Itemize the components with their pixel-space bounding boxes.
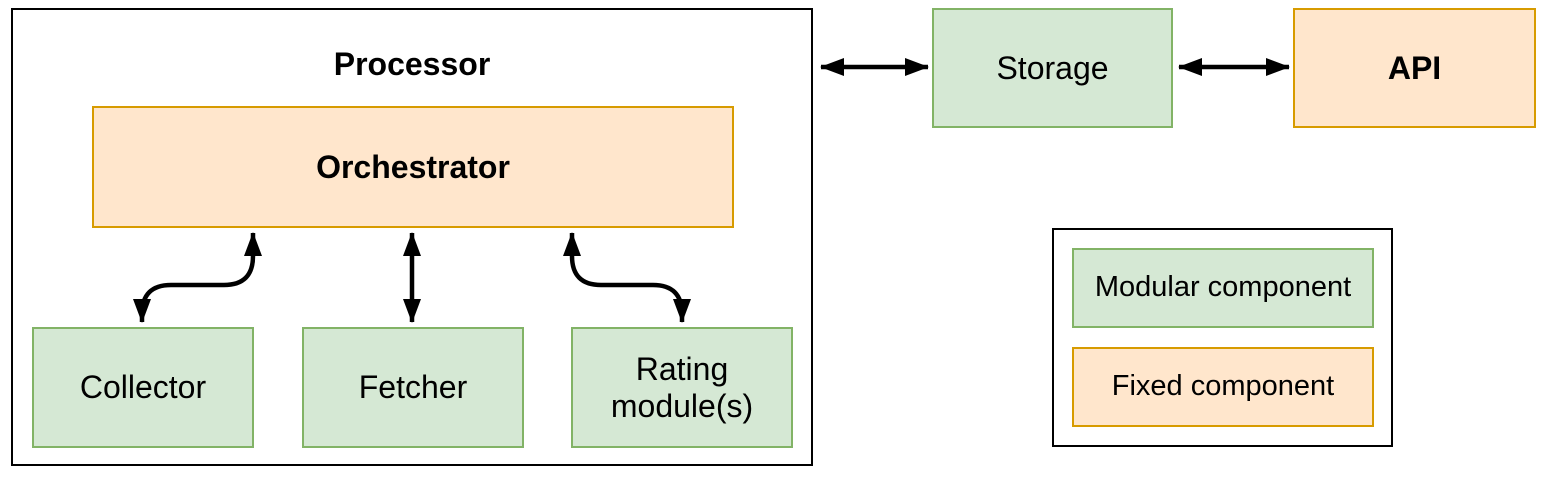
orchestrator-box: Orchestrator [92, 106, 734, 228]
rating-modules-box: Rating module(s) [571, 327, 793, 448]
fetcher-box: Fetcher [302, 327, 524, 448]
legend-fixed-item: Fixed component [1072, 347, 1374, 427]
api-box: API [1293, 8, 1536, 128]
processor-group-title: Processor [333, 46, 491, 82]
legend-modular-item: Modular component [1072, 248, 1374, 328]
storage-box: Storage [932, 8, 1173, 128]
collector-box: Collector [32, 327, 254, 448]
